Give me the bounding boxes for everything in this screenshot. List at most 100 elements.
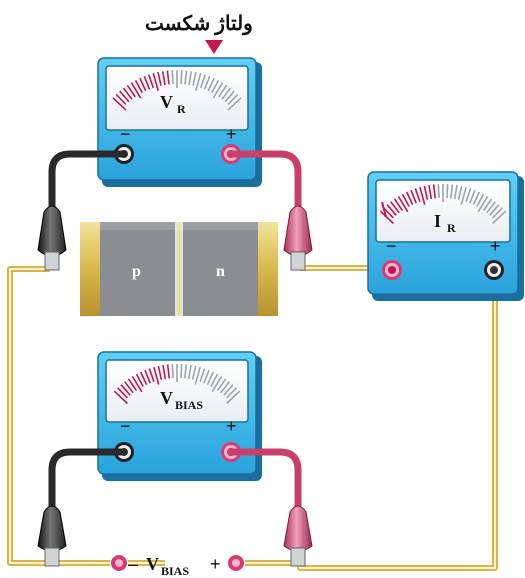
scale-tick — [218, 84, 228, 98]
black-probe-clip[interactable] — [37, 505, 67, 567]
scale-tick — [216, 378, 227, 391]
plus-sign: + — [226, 416, 237, 436]
scale-tick — [148, 74, 155, 89]
scale-tick — [135, 373, 144, 387]
minus-sign: − — [386, 236, 397, 256]
scale-tick — [211, 375, 223, 393]
red-test-lead — [227, 150, 302, 214]
scale-tick — [226, 387, 237, 399]
scale-tick — [469, 189, 476, 204]
scale-ticks — [112, 70, 242, 111]
scale-tick — [460, 186, 467, 205]
scale-tick — [492, 207, 503, 219]
scale-tick — [223, 384, 234, 396]
n-label: n — [216, 263, 225, 280]
scale-tick — [486, 201, 496, 214]
scale-tick — [450, 184, 454, 199]
scale-tick — [457, 185, 463, 200]
scale-tick — [130, 82, 142, 99]
scale-tick — [437, 184, 440, 199]
scale-tick — [203, 369, 210, 384]
source-plus-sign: + — [210, 554, 221, 574]
scale-tick — [453, 184, 458, 200]
plus-sign: + — [226, 124, 237, 144]
scale-tick — [112, 97, 127, 111]
scale-tick — [221, 87, 232, 100]
scale-tick — [120, 384, 131, 396]
scale-tick — [127, 378, 138, 391]
scale-tick — [476, 193, 485, 207]
meter-label-main: V — [160, 388, 173, 408]
scale-tick — [122, 87, 133, 100]
scale-tick — [199, 74, 206, 89]
source-terminal-negative[interactable] — [111, 555, 127, 571]
scale-tick — [465, 188, 472, 203]
meter-label-sub: BIAS — [175, 398, 203, 412]
scale-tick — [115, 93, 127, 106]
scale-tick — [162, 364, 167, 380]
scale-tick — [410, 189, 417, 204]
red-probe-clip[interactable] — [283, 205, 313, 271]
meter-label-main: V — [160, 92, 173, 112]
scale-tick — [203, 76, 211, 90]
black-probe-clip[interactable] — [37, 205, 67, 271]
scale-tick — [180, 70, 183, 85]
voltmeter-vr: V R − + — [97, 57, 262, 187]
scale-tick — [192, 71, 197, 86]
source-terminal-positive[interactable] — [228, 555, 244, 571]
scale-tick — [492, 210, 507, 225]
scale-tick — [379, 210, 394, 225]
scale-tick — [157, 365, 163, 380]
scale-tick — [117, 387, 128, 399]
terminal-negative[interactable] — [382, 260, 402, 280]
scale-tick — [139, 371, 148, 386]
black-test-lead — [48, 150, 128, 214]
scale-tick — [161, 71, 166, 86]
scale-tick — [180, 364, 183, 379]
scale-tick — [191, 365, 197, 380]
scale-tick — [126, 84, 136, 98]
scale-tick — [210, 373, 219, 387]
scale-tick — [143, 76, 151, 90]
terminal-positive[interactable] — [484, 260, 504, 280]
scale-tick — [482, 198, 493, 211]
source-minus-sign: – — [128, 554, 138, 574]
scale-tick — [419, 186, 426, 205]
scale-tick — [199, 368, 206, 383]
scale-tick — [144, 369, 151, 384]
scale-tick — [393, 198, 404, 211]
black-test-lead — [48, 448, 128, 514]
meter-label-sub: R — [447, 221, 456, 235]
scale-tick — [166, 70, 170, 85]
scale-ticks — [379, 184, 507, 225]
scale-tick — [390, 201, 400, 214]
scale-tick — [226, 390, 241, 405]
scale-tick — [207, 77, 215, 92]
scale-tick — [489, 204, 500, 216]
scale-tick — [113, 390, 128, 405]
scale-tick — [184, 364, 188, 379]
scale-tick — [171, 364, 174, 379]
scale-tick — [224, 90, 235, 103]
scale-tick — [423, 185, 429, 200]
scale-tick — [227, 93, 239, 106]
scale-tick — [414, 188, 421, 203]
scale-tick — [195, 72, 202, 91]
circuit-wires — [7, 265, 498, 571]
red-probe-clip[interactable] — [283, 505, 313, 567]
source-label-sub: BIAS — [161, 564, 189, 578]
scale-tick — [227, 97, 242, 111]
scale-tick — [131, 375, 143, 393]
scale-tick — [152, 72, 159, 91]
marker-triangle-icon — [205, 40, 223, 54]
ammeter-ir: I R − + — [367, 171, 524, 301]
scale-tick — [157, 71, 162, 86]
scale-tick — [211, 80, 220, 94]
breakdown-voltage-title: ولتاژ شکست — [145, 13, 253, 36]
scale-tick — [383, 207, 394, 219]
pn-diode: p n — [80, 222, 278, 316]
scale-tick — [477, 195, 489, 213]
plus-sign: + — [490, 236, 501, 256]
source-label-main: V — [146, 554, 159, 574]
scale-tick — [184, 70, 188, 85]
